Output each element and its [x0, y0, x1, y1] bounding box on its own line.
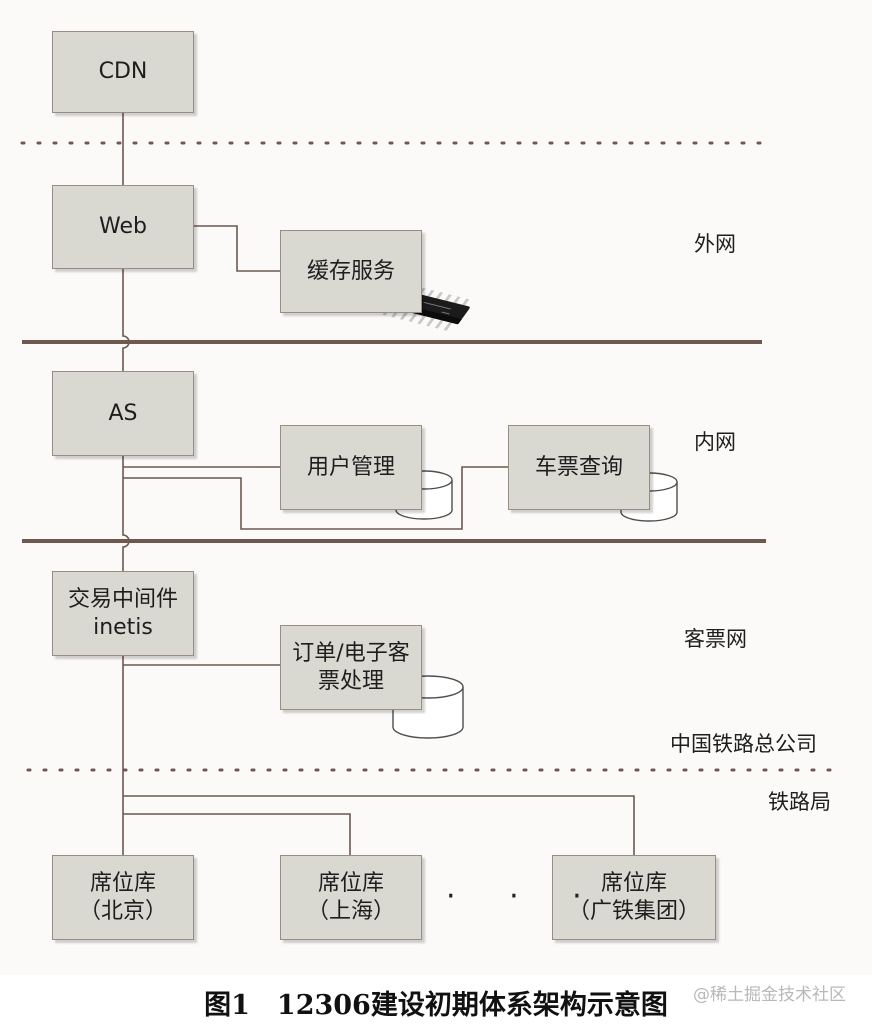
node-cache-label: 缓存服务 [306, 258, 395, 284]
node-ticket-query: 车票查询 [508, 425, 650, 510]
node-seat-shanghai-label-1: 席位库 [317, 870, 384, 896]
node-seat-beijing-label-2: （北京） [78, 898, 167, 924]
node-middleware: 交易中间件 inetis [52, 571, 194, 656]
node-seat-shanghai-label-2: （上海） [306, 898, 395, 924]
node-order-label-1: 订单/电子客 [292, 640, 410, 666]
node-order-label-2: 票处理 [317, 668, 384, 694]
node-order: 订单/电子客 票处理 [280, 625, 422, 710]
zone-label-passenger: 客票网 [684, 627, 747, 651]
link-web-cache [194, 225, 280, 272]
zone-label-external: 外网 [694, 232, 736, 256]
node-user-mgmt-label: 用户管理 [306, 454, 395, 480]
watermark: @稀土掘金技术社区 [693, 985, 846, 1005]
node-middleware-label-2: inetis [93, 614, 153, 640]
figure-caption: 图1 12306建设初期体系架构示意图 [204, 990, 668, 1021]
trunk-line [122, 113, 130, 855]
node-seat-shanghai: 席位库 （上海） [280, 855, 422, 940]
node-as-label: AS [108, 400, 138, 426]
link-as-ticket [123, 466, 508, 530]
node-web-label: Web [99, 214, 147, 239]
node-middleware-label-1: 交易中间件 [67, 586, 178, 612]
node-seat-beijing: 席位库 （北京） [52, 855, 194, 940]
node-user-mgmt: 用户管理 [280, 425, 422, 510]
node-seat-beijing-label-1: 席位库 [89, 870, 156, 896]
zone-label-hq: 中国铁路总公司 [670, 732, 817, 756]
node-seat-guangtie: 席位库 （广铁集团） [552, 855, 716, 940]
ellipsis: · · · [446, 879, 604, 914]
zone-label-bureau: 铁路局 [768, 790, 831, 814]
node-seat-guangtie-label-2: （广铁集团） [567, 898, 700, 924]
node-as: AS [52, 371, 194, 456]
node-cdn: CDN [52, 31, 194, 113]
node-cache: 缓存服务 [280, 230, 422, 313]
node-ticket-query-label: 车票查询 [534, 454, 623, 480]
node-seat-guangtie-label-1: 席位库 [600, 870, 667, 896]
node-cdn-label: CDN [98, 59, 148, 84]
architecture-connectors [20, 113, 844, 855]
node-web: Web [52, 185, 194, 269]
zone-label-internal: 内网 [694, 430, 736, 454]
link-seat-banks [123, 795, 635, 855]
diagram-area: CDN Web 缓存服务 AS 用户管理 车票查询 交易中间件 inetis 订… [20, 31, 844, 940]
